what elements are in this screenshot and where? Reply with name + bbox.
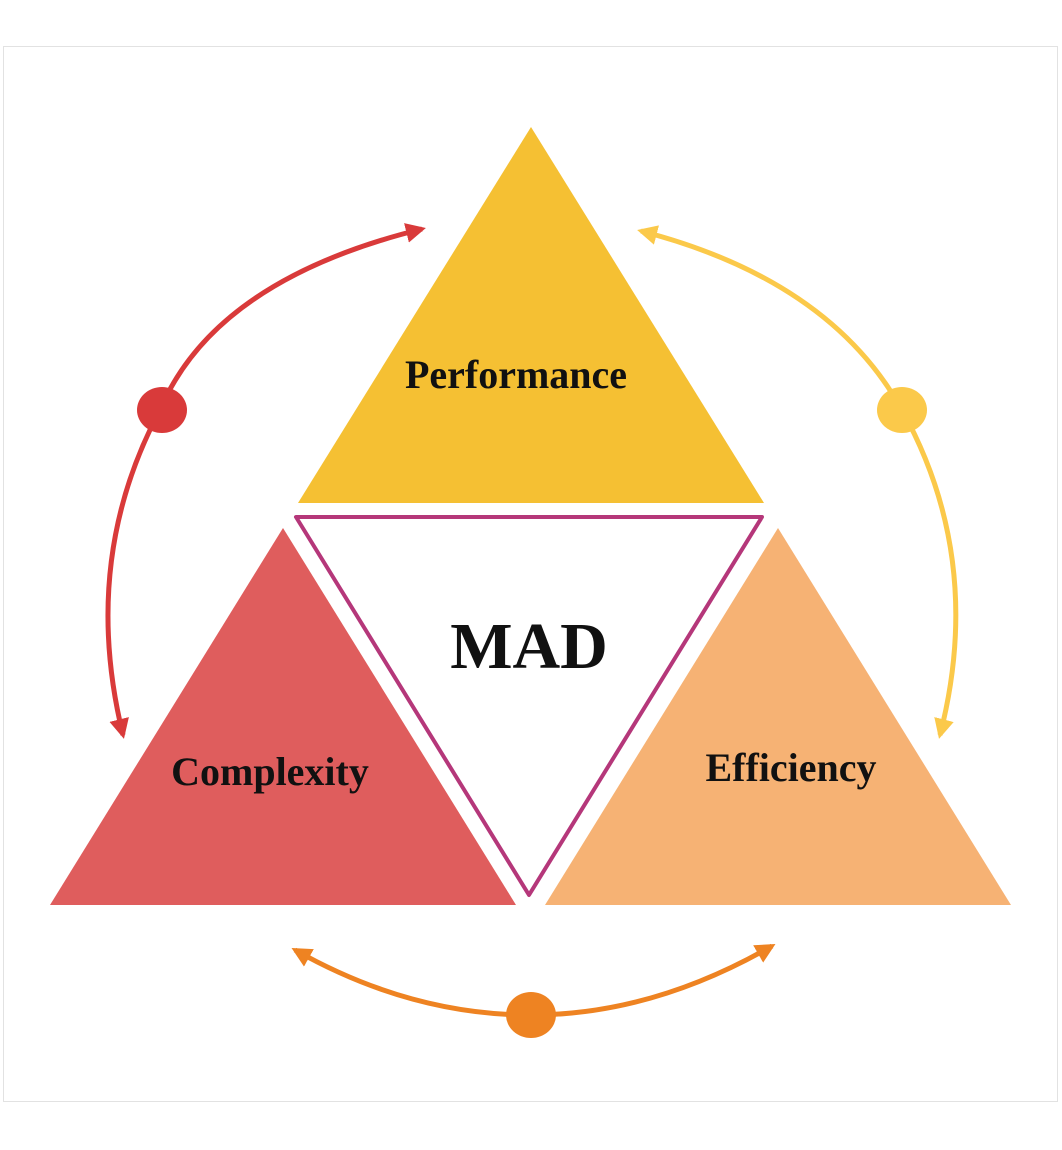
left-arc-node xyxy=(137,387,187,433)
bottom-arc-node xyxy=(506,992,556,1038)
diagram-frame xyxy=(3,46,1058,1102)
efficiency-label: Efficiency xyxy=(705,745,876,790)
performance-label: Performance xyxy=(405,352,627,397)
complexity-label: Complexity xyxy=(171,749,369,794)
mad-label: MAD xyxy=(450,610,608,683)
right-arc-node xyxy=(877,387,927,433)
performance-triangle xyxy=(298,127,764,503)
